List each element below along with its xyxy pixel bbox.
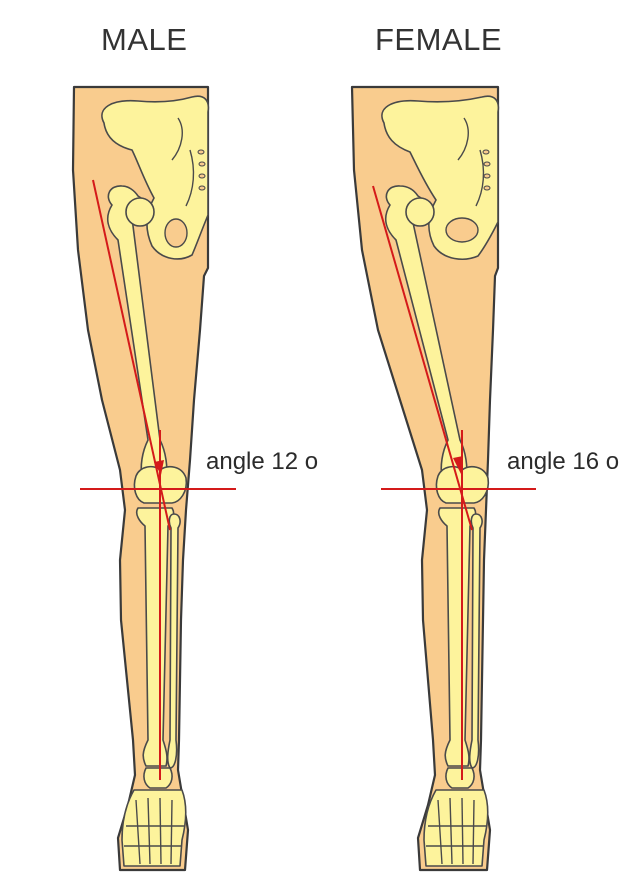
female-angle-label: angle 16 o [507,448,620,475]
male-arrowhead [154,460,164,475]
male-leg [71,85,210,872]
male-femoral-axis [92,179,171,531]
female-axis-lines [372,185,536,780]
female-femoral-axis [372,185,473,531]
female-arrowhead [453,456,463,474]
male-title: MALE [101,22,188,57]
female-leg [350,85,500,872]
male-angle-label: angle 12 o [206,448,319,475]
male-axis-lines [80,179,236,780]
female-title: FEMALE [375,22,503,57]
